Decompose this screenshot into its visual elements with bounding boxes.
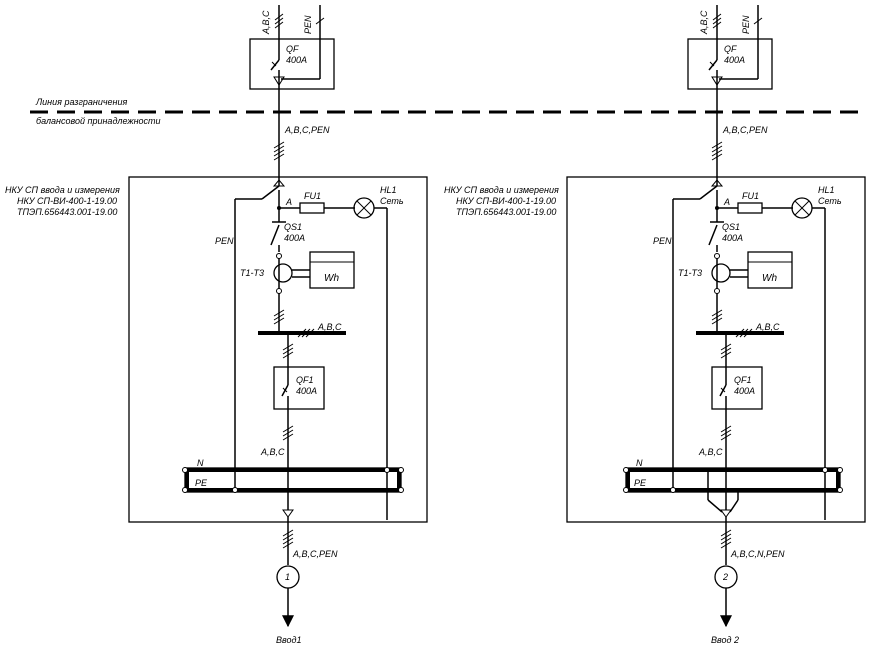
qs1-rating: 400A bbox=[284, 233, 305, 243]
fuse-label: FU1 bbox=[742, 191, 759, 201]
feed-abc-label: A,B,C bbox=[261, 10, 271, 35]
qf-name: QF bbox=[286, 44, 299, 54]
lamp-label: Сеть bbox=[818, 196, 842, 206]
input-1-scheme: A,B,C PEN QF 400A A,B,C,PEN НКУ СП ввода… bbox=[5, 5, 428, 645]
feed-abc-label: A,B,C bbox=[699, 10, 709, 35]
panel-enclosure bbox=[128, 176, 428, 523]
ct-transformer bbox=[273, 263, 293, 283]
qf-contact-triangle bbox=[711, 76, 723, 86]
line-after-qf-label: A,B,C,PEN bbox=[284, 125, 330, 135]
meter-label: Wh bbox=[762, 273, 777, 284]
electricity-meter bbox=[309, 251, 355, 289]
ct-label: T1-T3 bbox=[678, 268, 702, 278]
boundary-label-line1: Линия разграничения bbox=[35, 97, 127, 107]
abc-bus-label: A,B,C bbox=[317, 322, 342, 332]
fuse-fu1 bbox=[299, 202, 325, 214]
qf1-rating: 400A bbox=[734, 386, 755, 396]
boundary-line: Линия разграничения балансовой принадлеж… bbox=[30, 97, 860, 126]
abc-line-label: A,B,C bbox=[698, 447, 723, 457]
lamp-name: HL1 bbox=[818, 185, 835, 195]
panel-title-1: НКУ СП ввода и измерения bbox=[5, 185, 120, 195]
meter-label: Wh bbox=[324, 273, 339, 284]
ct-label: T1-T3 bbox=[240, 268, 264, 278]
qf1-breaker-box bbox=[273, 366, 325, 410]
out-line-label: A,B,C,N,PEN bbox=[730, 549, 785, 559]
n-bus-label: N bbox=[197, 458, 204, 468]
qf1-name: QF1 bbox=[296, 375, 314, 385]
panel-title-1: НКУ СП ввода и измерения bbox=[444, 185, 559, 195]
feed-pen-label: PEN bbox=[741, 15, 751, 34]
input-2-scheme: A,B,C PEN QF 400A A,B,C,PEN НКУ СП ввода… bbox=[444, 5, 866, 645]
lamp-name: HL1 bbox=[380, 185, 397, 195]
qs1-switch-blade bbox=[708, 224, 718, 246]
phase-a-label: A bbox=[723, 197, 730, 207]
output-name: Ввод 2 bbox=[711, 635, 739, 645]
qs1-name: QS1 bbox=[722, 222, 740, 232]
panel-title-2: НКУ СП-ВИ-400-1-19.00 bbox=[456, 196, 556, 206]
fuse-label: FU1 bbox=[304, 191, 321, 201]
fuse-fu1 bbox=[737, 202, 763, 214]
out-line-label: A,B,C,PEN bbox=[292, 549, 338, 559]
pen-label: PEN bbox=[653, 236, 672, 246]
qf-breaker-box bbox=[687, 38, 773, 90]
output-circle-number: 2 bbox=[722, 572, 728, 582]
output-circle-number: 1 bbox=[285, 572, 290, 582]
qs1-name: QS1 bbox=[284, 222, 302, 232]
pe-bus-label: PE bbox=[634, 478, 647, 488]
qf1-name: QF1 bbox=[734, 375, 752, 385]
line-after-qf-label: A,B,C,PEN bbox=[722, 125, 768, 135]
pe-bus-label: PE bbox=[195, 478, 208, 488]
abc-bus-label: A,B,C bbox=[755, 322, 780, 332]
qf1-rating: 400A bbox=[296, 386, 317, 396]
qs1-switch-blade bbox=[270, 224, 280, 246]
ct-transformer bbox=[711, 263, 731, 283]
qf-breaker-box bbox=[249, 38, 335, 90]
qf-rating: 400A bbox=[724, 55, 745, 65]
panel-title-3: ТПЭП.656443.001-19.00 bbox=[17, 207, 117, 217]
lamp-label: Сеть bbox=[380, 196, 404, 206]
qs1-rating: 400A bbox=[722, 233, 743, 243]
n-bus-label: N bbox=[636, 458, 643, 468]
abc-line-label: A,B,C bbox=[260, 447, 285, 457]
qf1-breaker-box bbox=[711, 366, 763, 410]
panel-title-3: ТПЭП.656443.001-19.00 bbox=[456, 207, 556, 217]
pen-label: PEN bbox=[215, 236, 234, 246]
phase-a-label: A bbox=[285, 197, 292, 207]
qf-name: QF bbox=[724, 44, 737, 54]
electricity-meter bbox=[747, 251, 793, 289]
output-name: Ввод1 bbox=[276, 635, 302, 645]
feed-pen-label: PEN bbox=[303, 15, 313, 34]
panel-title-2: НКУ СП-ВИ-400-1-19.00 bbox=[17, 196, 117, 206]
panel-enclosure bbox=[566, 176, 866, 523]
qf-contact-triangle bbox=[273, 76, 285, 86]
boundary-label-line2: балансовой принадлежности bbox=[36, 116, 161, 126]
qf-rating: 400A bbox=[286, 55, 307, 65]
